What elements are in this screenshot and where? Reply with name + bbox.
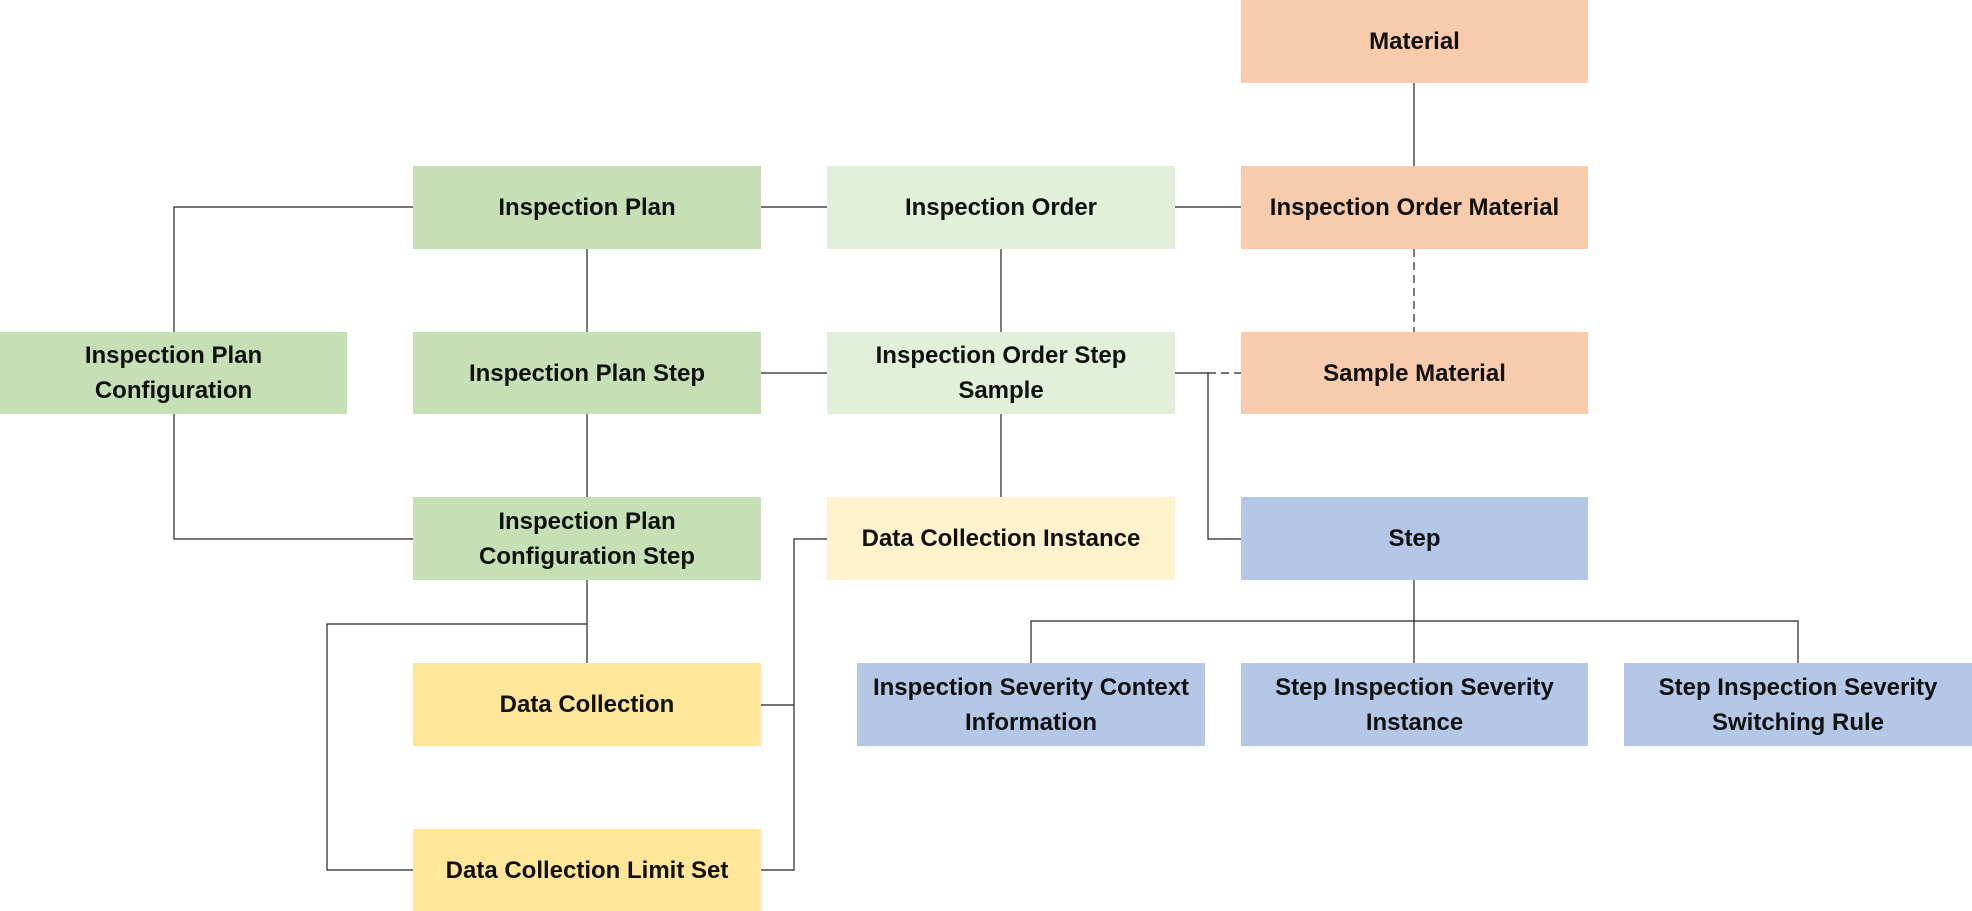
node-data-collection-limit-set[interactable]: Data Collection Limit Set (413, 829, 761, 911)
node-inspection-plan-configuration[interactable]: Inspection Plan Configuration (0, 332, 347, 414)
connector-dcls-dci (761, 538, 827, 871)
connector-step-isci (1030, 620, 1414, 663)
node-inspection-order-step-sample[interactable]: Inspection Order Step Sample (827, 332, 1175, 414)
connector-ioss-step (1207, 373, 1241, 540)
node-material[interactable]: Material (1241, 0, 1588, 83)
node-step[interactable]: Step (1241, 497, 1588, 580)
node-inspection-order-material[interactable]: Inspection Order Material (1241, 166, 1588, 249)
node-inspection-severity-context-information[interactable]: Inspection Severity Context Information (857, 663, 1205, 746)
node-step-inspection-severity-instance[interactable]: Step Inspection Severity Instance (1241, 663, 1588, 746)
node-data-collection-instance[interactable]: Data Collection Instance (827, 497, 1175, 580)
node-inspection-plan-configuration-step[interactable]: Inspection Plan Configuration Step (413, 497, 761, 580)
connector-ipcs-dcls (326, 623, 587, 871)
connector-ipc-ipcs (173, 414, 413, 540)
connector-ip-ipc (173, 206, 413, 332)
node-inspection-plan[interactable]: Inspection Plan (413, 166, 761, 249)
node-sample-material[interactable]: Sample Material (1241, 332, 1588, 414)
node-inspection-order[interactable]: Inspection Order (827, 166, 1175, 249)
node-inspection-plan-step[interactable]: Inspection Plan Step (413, 332, 761, 414)
node-data-collection[interactable]: Data Collection (413, 663, 761, 746)
node-step-inspection-severity-switching-rule[interactable]: Step Inspection Severity Switching Rule (1624, 663, 1972, 746)
connector-step-sissr (1414, 620, 1799, 663)
